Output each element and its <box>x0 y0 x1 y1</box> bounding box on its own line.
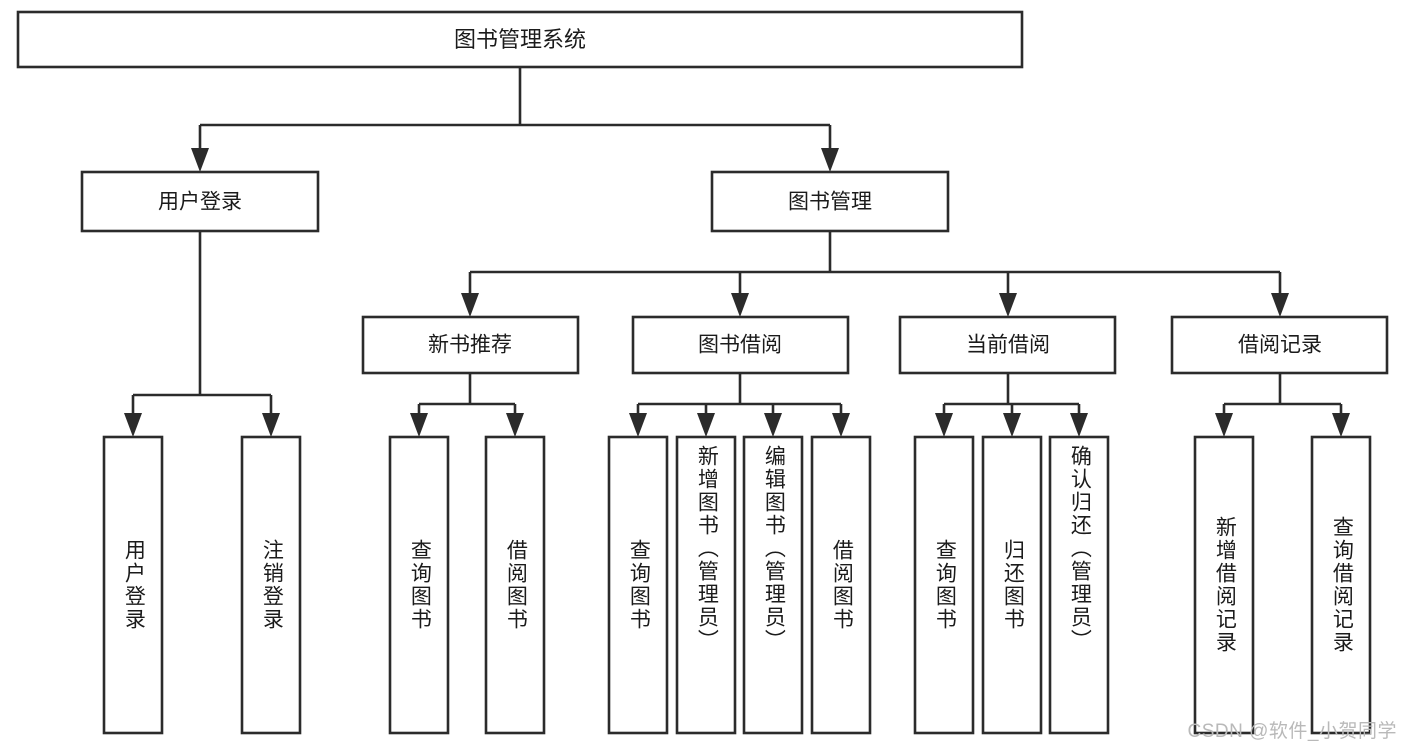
leaf-boxes-book-borrow <box>607 435 872 735</box>
node-current-borrow-label: 当前借阅 <box>966 334 1050 357</box>
node-new-book-recommend[interactable]: 新书推荐 <box>361 315 580 375</box>
leaf-box-book-borrow-4[interactable] <box>810 435 872 735</box>
node-borrow-records-box[interactable] <box>1170 315 1389 375</box>
node-new-book-recommend-box[interactable] <box>361 315 580 375</box>
leaf-boxes-current-borrow <box>913 435 1110 735</box>
connector-group-current-borrow <box>935 373 1088 437</box>
node-root-box[interactable] <box>16 10 1024 69</box>
node-user-login-box[interactable] <box>80 170 320 233</box>
node-borrow-records[interactable]: 借阅记录 <box>1170 315 1389 375</box>
arrow-to-new-book-icon <box>461 293 479 317</box>
arrow-book-borrow-leaf-4-icon <box>832 413 850 437</box>
connector-group-new-book <box>410 373 524 437</box>
node-user-login[interactable]: 用户登录 <box>80 170 320 233</box>
arrow-book-borrow-leaf-1-icon <box>629 413 647 437</box>
leaf-box-new-book-1[interactable] <box>388 435 450 735</box>
node-current-borrow[interactable]: 当前借阅 <box>898 315 1117 375</box>
arrow-new-book-leaf-2-icon <box>506 413 524 437</box>
node-borrow-records-label: 借阅记录 <box>1238 334 1322 357</box>
node-book-borrow[interactable]: 图书借阅 <box>631 315 850 375</box>
leaf-box-new-book-2[interactable] <box>484 435 546 735</box>
leaf-box-borrow-records-1[interactable] <box>1193 435 1255 735</box>
watermark: CSDN @软件_小贺同学 <box>1187 721 1397 742</box>
arrow-root-to-book-mgmt-icon <box>821 148 839 172</box>
arrow-to-borrow-records-icon <box>1271 293 1289 317</box>
arrow-user-login-leaf-1-icon <box>124 413 142 437</box>
arrow-to-book-borrow-icon <box>731 293 749 317</box>
leaf-box-book-borrow-1[interactable] <box>607 435 669 735</box>
node-new-book-recommend-label: 新书推荐 <box>428 334 512 357</box>
node-root-label: 图书管理系统 <box>454 27 586 52</box>
node-book-management-box[interactable] <box>710 170 950 233</box>
connector-group-user-login <box>124 231 280 437</box>
leaf-box-current-borrow-3[interactable] <box>1048 435 1110 735</box>
arrow-current-borrow-leaf-2-icon <box>1003 413 1021 437</box>
leaf-box-book-borrow-3[interactable] <box>742 435 804 735</box>
node-book-management[interactable]: 图书管理 <box>710 170 950 233</box>
node-book-management-label: 图书管理 <box>788 191 872 214</box>
node-book-borrow-box[interactable] <box>631 315 850 375</box>
arrow-borrow-records-leaf-1-icon <box>1215 413 1233 437</box>
leaf-box-current-borrow-1[interactable] <box>913 435 975 735</box>
node-book-borrow-label: 图书借阅 <box>698 334 782 357</box>
node-user-login-label: 用户登录 <box>158 191 242 214</box>
leaf-box-current-borrow-2[interactable] <box>981 435 1043 735</box>
arrow-borrow-records-leaf-2-icon <box>1332 413 1350 437</box>
leaf-boxes-borrow-records <box>1193 435 1372 735</box>
arrow-to-current-borrow-icon <box>999 293 1017 317</box>
connector-group-book-management <box>461 231 1289 317</box>
arrow-current-borrow-leaf-1-icon <box>935 413 953 437</box>
arrow-new-book-leaf-1-icon <box>410 413 428 437</box>
arrow-current-borrow-leaf-3-icon <box>1070 413 1088 437</box>
arrow-book-borrow-leaf-3-icon <box>764 413 782 437</box>
arrow-root-to-user-login-icon <box>191 148 209 172</box>
leaf-boxes-user-login <box>102 435 302 735</box>
connector-group-root <box>191 67 839 172</box>
node-root[interactable]: 图书管理系统 <box>16 10 1024 69</box>
leaf-box-user-login-2[interactable] <box>240 435 302 735</box>
leaf-boxes-new-book-recommend <box>388 435 546 735</box>
leaf-box-book-borrow-2[interactable] <box>675 435 737 735</box>
connector-group-book-borrow <box>629 373 850 437</box>
node-current-borrow-box[interactable] <box>898 315 1117 375</box>
arrow-user-login-leaf-2-icon <box>262 413 280 437</box>
leaf-box-user-login-1[interactable] <box>102 435 164 735</box>
connector-group-borrow-records <box>1215 373 1350 437</box>
leaf-box-borrow-records-2[interactable] <box>1310 435 1372 735</box>
arrow-book-borrow-leaf-2-icon <box>697 413 715 437</box>
